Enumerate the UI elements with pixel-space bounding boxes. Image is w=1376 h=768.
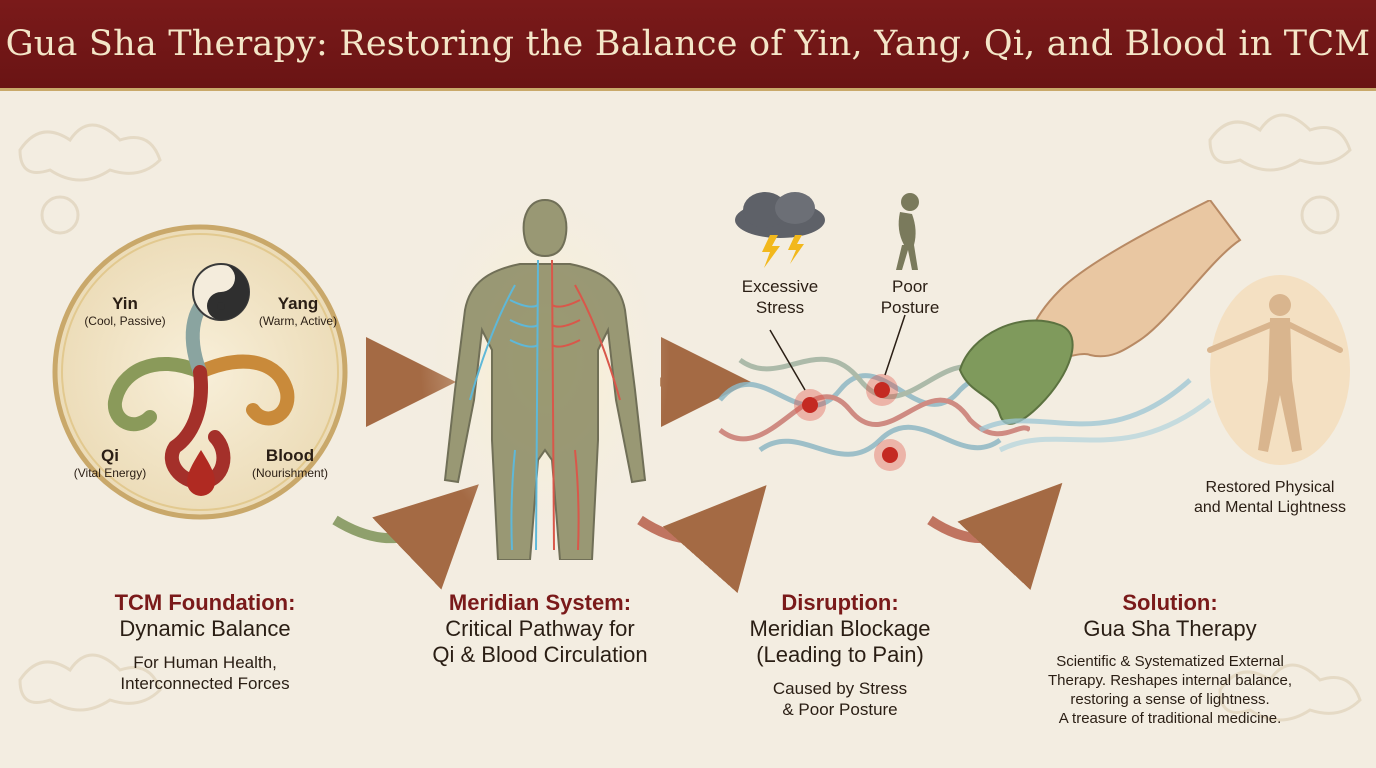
yin-desc: (Cool, Passive) [84, 314, 166, 328]
caption-foundation: TCM Foundation: Dynamic Balance For Huma… [70, 590, 340, 694]
caption-foundation-heading: TCM Foundation: [114, 590, 296, 615]
stress-label-line-1: Excessive [741, 277, 819, 296]
caption-solution-heading: Solution: [1122, 590, 1218, 615]
qi-desc: (Vital Energy) [73, 466, 147, 480]
qi-name: Qi [101, 446, 119, 465]
caption-disruption-subtitle-line-1: Meridian Blockage [749, 616, 931, 641]
slouched-person-icon [896, 193, 919, 270]
caption-solution-desc: Scientific & Systematized External Thera… [1015, 652, 1325, 728]
gua-sha-scene [958, 200, 1350, 465]
caption-disruption-heading: Disruption: [781, 590, 899, 615]
blood-drop-icon [187, 450, 215, 496]
yang-label: Yang (Warm, Active) [248, 294, 348, 328]
floating-person-icon [1207, 275, 1350, 465]
caption-solution-desc-line-3: restoring a sense of lightness. [1070, 691, 1270, 708]
page-title: Gua Sha Therapy: Restoring the Balance o… [5, 24, 1371, 64]
caption-foundation-desc: For Human Health, Interconnected Forces [70, 652, 340, 694]
meridian-body-figure [420, 190, 670, 560]
yang-name: Yang [277, 294, 319, 313]
title-banner: Gua Sha Therapy: Restoring the Balance o… [0, 0, 1376, 91]
caption-disruption-subtitle-line-2: (Leading to Pain) [756, 642, 924, 667]
caption-disruption-desc-line-2: & Poor Posture [782, 700, 898, 719]
caption-solution: Solution: Gua Sha Therapy Scientific & S… [1015, 590, 1325, 728]
caption-foundation-desc-line-1: For Human Health, [133, 653, 277, 672]
posture-label-line-2: Posture [880, 298, 940, 317]
blood-label: Blood (Nourishment) [240, 446, 340, 480]
restored-label-line-2: and Mental Lightness [1193, 499, 1347, 516]
storm-cloud-icon [735, 192, 825, 238]
caption-foundation-subtitle: Dynamic Balance [119, 616, 291, 641]
restored-label: Restored Physical and Mental Lightness [1175, 478, 1365, 518]
blockage-knots [794, 374, 906, 471]
caption-meridian-subtitle-line-1: Critical Pathway for [445, 616, 635, 641]
caption-meridian-heading: Meridian System: [448, 590, 632, 615]
stress-label: Excessive Stress [725, 276, 835, 318]
restored-label-line-1: Restored Physical [1205, 479, 1335, 496]
yin-label: Yin (Cool, Passive) [80, 294, 170, 328]
caption-disruption-desc: Caused by Stress & Poor Posture [700, 678, 980, 720]
caption-solution-subtitle: Gua Sha Therapy [1083, 616, 1257, 641]
caption-meridian-subtitle-line-2: Qi & Blood Circulation [432, 642, 648, 667]
caption-solution-desc-line-4: A treasure of traditional medicine. [1058, 710, 1282, 727]
stress-label-line-2: Stress [755, 298, 805, 317]
caption-disruption: Disruption: Meridian Blockage (Leading t… [700, 590, 980, 720]
qi-label: Qi (Vital Energy) [65, 446, 155, 480]
posture-label-line-1: Poor [892, 277, 928, 296]
caption-solution-desc-line-2: Therapy. Reshapes internal balance, [1047, 672, 1293, 689]
yin-yang-icon [192, 263, 250, 321]
blood-name: Blood [265, 446, 315, 465]
caption-meridian: Meridian System: Critical Pathway for Qi… [400, 590, 680, 668]
yin-name: Yin [112, 294, 138, 313]
gua-sha-tool-icon [958, 319, 1074, 425]
blood-desc: (Nourishment) [251, 466, 329, 480]
caption-foundation-desc-line-2: Interconnected Forces [120, 674, 290, 693]
caption-disruption-desc-line-1: Caused by Stress [772, 679, 908, 698]
lightning-icon [762, 235, 804, 268]
disruption-diagram [718, 192, 1030, 471]
foundation-diagram [52, 224, 348, 520]
caption-solution-desc-line-1: Scientific & Systematized External [1056, 653, 1284, 670]
posture-label: Poor Posture [860, 276, 960, 318]
yang-desc: (Warm, Active) [258, 314, 338, 328]
